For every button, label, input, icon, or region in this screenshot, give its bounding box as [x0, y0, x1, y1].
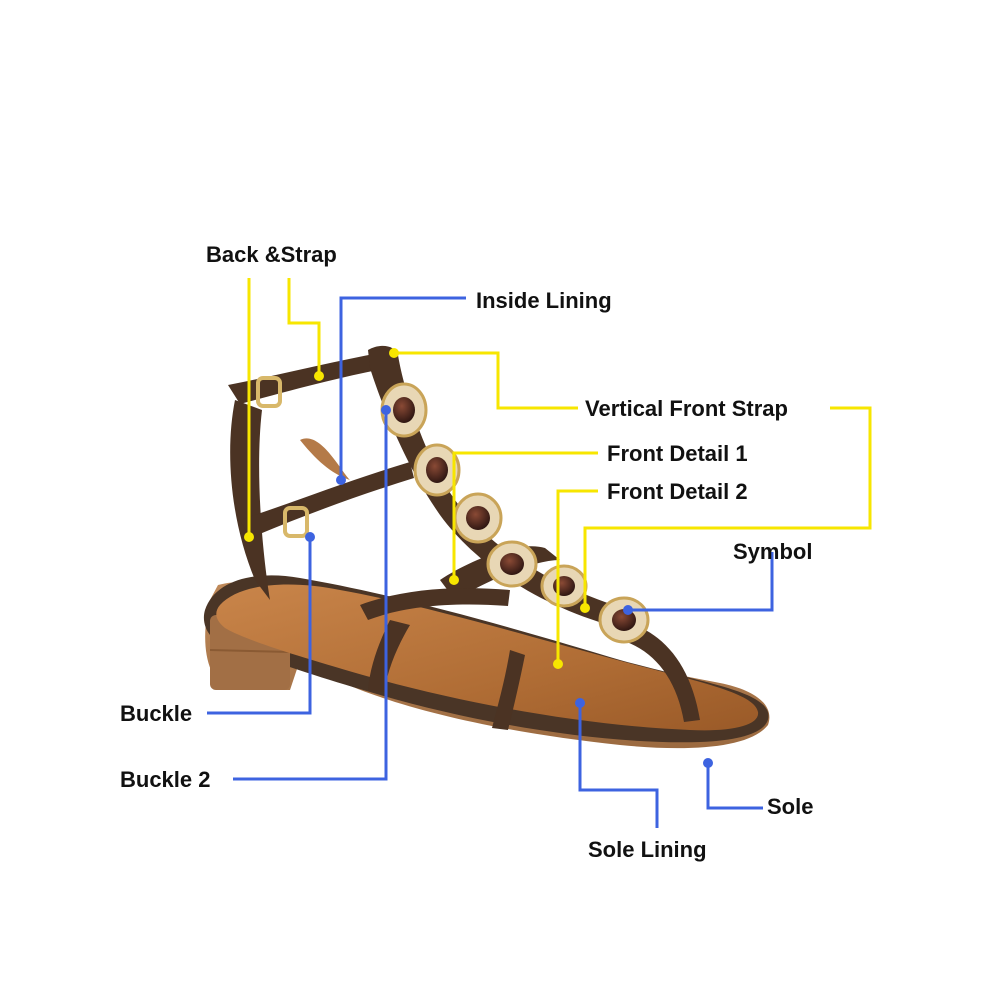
blue-leader-lines — [207, 296, 774, 828]
label-front-detail-2: Front Detail 2 — [607, 479, 748, 504]
yellow-leader-dots — [244, 348, 590, 669]
label-inside-lining: Inside Lining — [476, 288, 612, 313]
label-symbol: Symbol — [733, 539, 813, 564]
label-front-detail-1: Front Detail 1 — [607, 441, 748, 466]
label-vertical-front-strap: Vertical Front Strap — [585, 396, 788, 421]
blue-leader-dots — [305, 405, 713, 768]
label-buckle-2: Buckle 2 — [120, 767, 211, 792]
jewel-details — [380, 382, 650, 644]
label-sole: Sole — [767, 794, 814, 819]
yellow-leader-lines — [247, 278, 872, 664]
label-sole-lining: Sole Lining — [588, 837, 707, 862]
footbed-shape — [216, 584, 759, 731]
label-back-strap: Back &Strap — [206, 242, 337, 267]
label-buckle: Buckle — [120, 701, 193, 726]
buckle-shapes — [256, 376, 309, 538]
